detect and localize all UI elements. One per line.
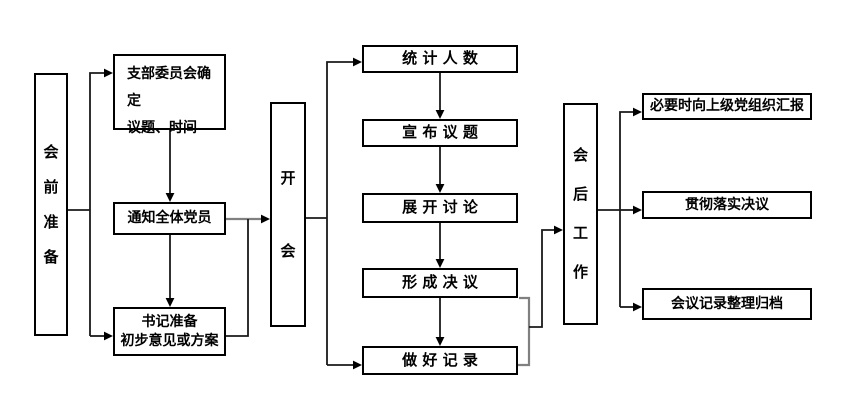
- node-form-resolution: 形 成 决 议: [362, 268, 518, 298]
- announce-agenda-label: 宣 布 议 题: [402, 123, 478, 142]
- implement-resolution-label: 贯彻落实决议: [685, 196, 769, 213]
- pre-meeting-stage-label: 会 前 准 备: [43, 142, 59, 266]
- open-discussion-label: 展 开 讨 论: [402, 198, 478, 217]
- connector-secretary-join: [226, 219, 249, 337]
- count-attendance-label: 统 计 人 数: [402, 49, 478, 68]
- arrowhead-into-archive: [633, 302, 642, 312]
- connector-pre-trunk: [68, 72, 104, 337]
- connector-post-trunk: [598, 111, 634, 308]
- node-post-meeting-stage: 会 后 工 作: [563, 103, 598, 325]
- node-report-to-higher-party: 必要时向上级党组织汇报: [642, 93, 812, 120]
- node-notify-all-members: 通知全体党员: [113, 202, 226, 235]
- node-pre-meeting-stage: 会 前 准 备: [34, 73, 68, 336]
- node-secretary-prepares-draft: 书记准备 初步意见或方案: [113, 307, 226, 356]
- report-to-higher-party-label: 必要时向上级党组织汇报: [650, 98, 804, 115]
- arrowhead-into-discuss: [435, 184, 445, 193]
- keep-records-label: 做 好 记 录: [402, 350, 478, 369]
- node-announce-agenda: 宣 布 议 题: [362, 119, 518, 147]
- meeting-stage-label: 开 会: [280, 168, 296, 260]
- node-committee-sets-agenda: 支部委员会确定 议题、时间: [113, 54, 226, 136]
- connector-merge-to-post: [529, 229, 554, 328]
- node-count-attendance: 统 计 人 数: [362, 45, 518, 73]
- connector-merge-bracket: [518, 296, 531, 367]
- form-resolution-label: 形 成 决 议: [402, 273, 478, 292]
- connector-meeting-trunk: [306, 61, 353, 366]
- arrowhead-into-implement: [633, 205, 642, 215]
- arrowhead-into-post: [554, 225, 563, 235]
- archive-meeting-records-label: 会议记录整理归档: [671, 295, 783, 312]
- post-meeting-stage-label: 会 后 工 作: [572, 146, 588, 281]
- arrowhead-into-resolution: [435, 259, 445, 268]
- arrowhead-into-announce: [435, 110, 445, 119]
- node-archive-meeting-records: 会议记录整理归档: [642, 288, 812, 320]
- committee-sets-agenda-label: 支部委员会确定 议题、时间: [127, 66, 211, 136]
- arrowhead-into-notify: [165, 193, 175, 202]
- node-implement-resolution: 贯彻落实决议: [642, 191, 812, 219]
- arrowhead-into-secretary-top: [165, 298, 175, 307]
- arrowhead-into-committee: [104, 68, 113, 78]
- arrowhead-into-count: [353, 57, 362, 67]
- secretary-prepares-draft-label: 书记准备 初步意见或方案: [120, 313, 219, 349]
- notify-all-members-label: 通知全体党员: [127, 210, 212, 227]
- node-open-discussion: 展 开 讨 论: [362, 193, 518, 223]
- arrowhead-into-report: [633, 107, 642, 117]
- arrowhead-into-meeting: [261, 214, 270, 224]
- arrowhead-into-secretary: [104, 331, 113, 341]
- arrowhead-into-record: [353, 360, 362, 370]
- node-meeting-stage: 开 会: [270, 102, 306, 327]
- arrowhead-into-record-top: [435, 337, 445, 346]
- node-keep-records: 做 好 记 录: [362, 346, 518, 375]
